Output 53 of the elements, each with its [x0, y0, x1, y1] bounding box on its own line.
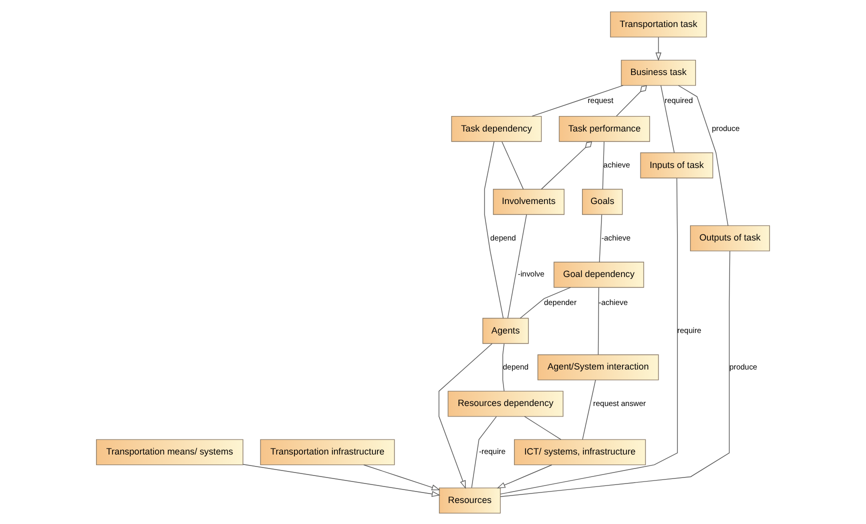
edge-label: -achieve	[601, 232, 631, 242]
node-box: Goals	[582, 188, 623, 214]
connector	[582, 379, 596, 440]
node-box: Business task	[620, 59, 696, 86]
connector	[660, 84, 675, 152]
edge-label: -achieve	[598, 297, 628, 306]
node-box: Involvements	[492, 188, 564, 214]
node-box: Transportation means/ systems	[96, 438, 244, 465]
node-box: Inputs of task	[640, 152, 714, 178]
node-box: Task performance	[558, 115, 650, 142]
arrow	[438, 342, 492, 488]
arrow	[656, 36, 662, 60]
arrow	[363, 464, 440, 490]
node-box: Outputs of task	[690, 224, 770, 251]
connector	[598, 286, 600, 354]
node-box: Resources	[438, 487, 501, 514]
connector	[507, 214, 527, 318]
edge-label: request answer	[593, 398, 646, 408]
edge-label: -require	[478, 446, 506, 456]
edge-label: request	[588, 95, 614, 104]
edge-label: require	[677, 325, 702, 334]
connector	[524, 416, 562, 440]
connector	[471, 416, 497, 488]
connector	[500, 177, 678, 494]
connector	[532, 84, 624, 116]
node-box: Agent/System interaction	[537, 354, 659, 380]
edge-label: achieve	[603, 160, 630, 169]
connector	[616, 84, 647, 116]
connector	[541, 140, 592, 190]
connector	[520, 286, 571, 318]
connector	[602, 140, 604, 190]
edge-label: produce	[712, 123, 740, 132]
arrow	[496, 464, 552, 488]
node-box: ICT/ systems, infrastructure	[514, 438, 646, 465]
edge-label: depender	[544, 297, 577, 306]
connector	[678, 84, 728, 226]
edge-label: produce	[729, 362, 758, 371]
connector	[502, 140, 524, 190]
arrow	[242, 464, 440, 496]
connector	[484, 140, 504, 318]
connector	[500, 250, 730, 496]
node-box: Resources dependency	[448, 390, 564, 416]
edge-label: depend	[490, 232, 516, 242]
node-box: Task dependency	[451, 115, 542, 142]
node-box: Goal dependency	[554, 261, 644, 288]
edge-label: -involve	[518, 269, 544, 278]
connector	[599, 214, 602, 262]
edge-label: required	[664, 95, 693, 104]
edge-label: depend	[502, 362, 529, 371]
connector	[502, 342, 504, 391]
node-box: Transportation infrastructure	[260, 438, 395, 465]
node-box: Transportation task	[610, 10, 707, 37]
node-box: Agents	[482, 317, 529, 344]
